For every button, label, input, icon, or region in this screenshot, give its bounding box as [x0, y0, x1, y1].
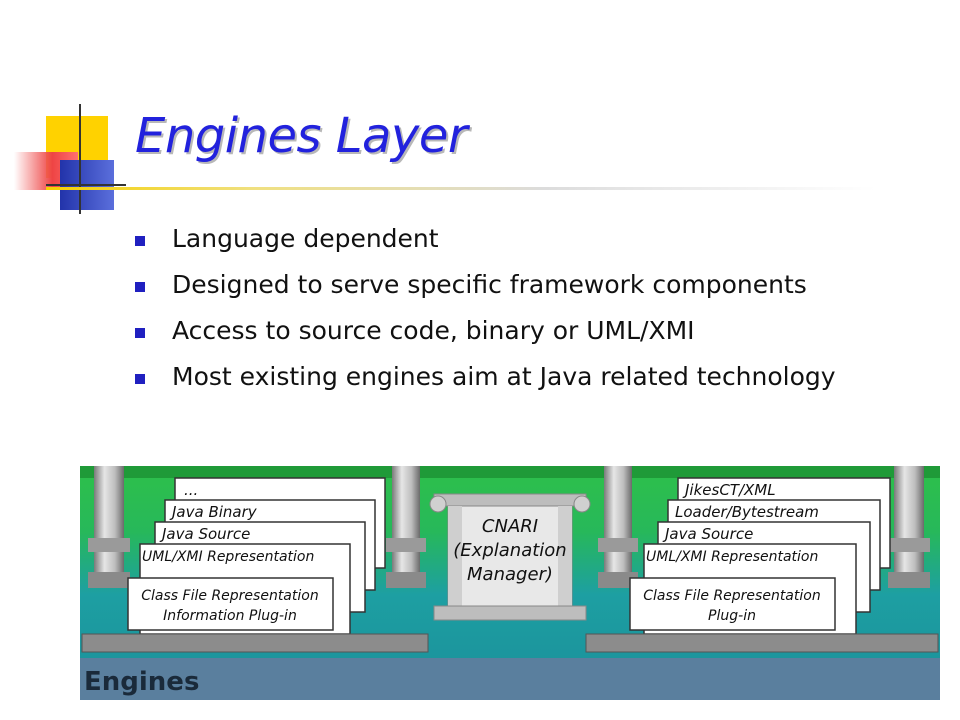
card-java-binary-label: Java Binary: [169, 503, 258, 521]
bullet-item: Most existing engines aim at Java relate…: [135, 356, 836, 402]
cnari-pillar: CNARI (Explanation Manager): [429, 493, 591, 621]
card-uml-xmi-label: UML/XMI Representation: [142, 549, 314, 565]
left-plugin-stack: ... Java Binary Java Source UML/XMI Repr…: [127, 477, 386, 635]
bullet-text: Most existing engines aim at Java relate…: [172, 362, 836, 391]
card-jikesct-xml-label: JikesCT/XML: [682, 481, 776, 499]
column-right-outer: [888, 466, 930, 588]
card-loader-bytestream-label: Loader/Bytestream: [675, 503, 819, 521]
column-right-inner: [598, 466, 638, 588]
bullet-text: Language dependent: [172, 224, 439, 253]
bullet-list: Language dependent Designed to serve spe…: [135, 218, 836, 402]
card-class-file-line2: Information Plug-in: [163, 608, 297, 624]
platform-left: [81, 633, 429, 653]
slide-title: Engines Layer: [135, 108, 468, 164]
square-bullet-icon: [135, 282, 145, 292]
square-bullet-icon: [135, 236, 145, 246]
bullet-item: Access to source code, binary or UML/XMI: [135, 310, 836, 356]
right-plugin-stack: JikesCT/XML Loader/Bytestream Java Sourc…: [629, 477, 891, 635]
square-bullet-icon: [135, 374, 145, 384]
card-right-uml-xmi-label: UML/XMI Representation: [646, 549, 818, 565]
engines-diagram: ... Java Binary Java Source UML/XMI Repr…: [80, 466, 940, 700]
diagram-footer-band: [80, 658, 940, 700]
decor-vertical-line: [79, 104, 81, 214]
square-bullet-icon: [135, 328, 145, 338]
cnari-line2: (Explanation: [453, 540, 566, 561]
bullet-text: Access to source code, binary or UML/XMI: [172, 316, 695, 345]
card-java-source-label: Java Source: [159, 525, 250, 543]
diagram-top-band: [80, 466, 940, 478]
bullet-item: Designed to serve specific framework com…: [135, 264, 836, 310]
column-left-inner: [386, 466, 426, 588]
card-right-class-file-line2: Plug-in: [708, 608, 756, 624]
card-class-file-information: [127, 577, 334, 631]
card-ellipsis-label: ...: [184, 481, 198, 499]
card-class-file-line1: Class File Representation: [141, 588, 318, 604]
platform-right: [585, 633, 939, 653]
engines-diagram-svg: ... Java Binary Java Source UML/XMI Repr…: [80, 466, 940, 700]
cnari-title: CNARI: [482, 516, 538, 537]
title-underline: [46, 187, 876, 190]
card-right-class-file: [629, 577, 836, 631]
bullet-item: Language dependent: [135, 218, 836, 264]
engines-footer-label: Engines: [84, 667, 199, 697]
bullet-text: Designed to serve specific framework com…: [172, 270, 807, 299]
decor-horizontal-line: [46, 184, 126, 186]
card-right-class-file-line1: Class File Representation: [643, 588, 820, 604]
column-left-outer: [88, 466, 130, 588]
card-right-java-source-label: Java Source: [662, 525, 753, 543]
cnari-line3: Manager): [467, 564, 553, 585]
